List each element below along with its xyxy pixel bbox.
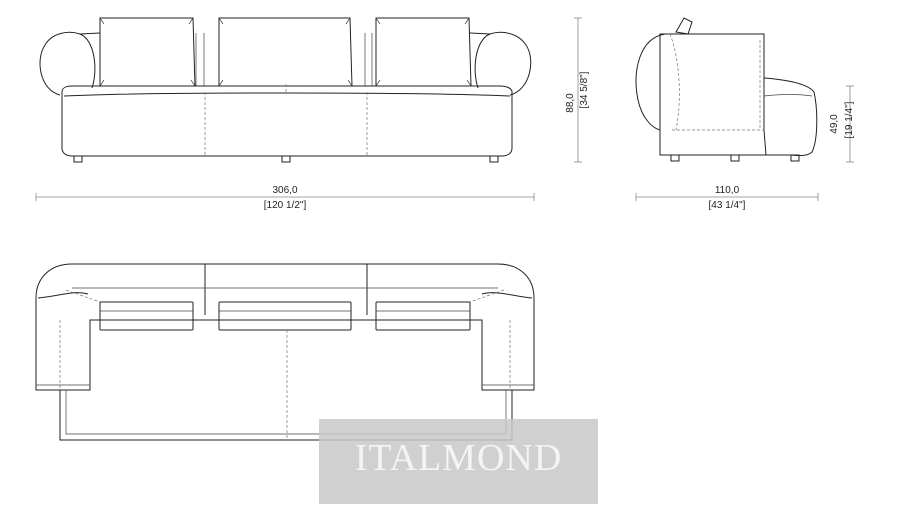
side-body (659, 33, 767, 156)
foot (281, 155, 291, 163)
foot (670, 154, 680, 162)
seat-base (61, 85, 513, 157)
back-cushion-center (218, 17, 353, 87)
top-outline (35, 263, 535, 391)
side-cushion-tip (675, 17, 693, 35)
seat-height-dimension: 49,0 [19 1/4"] (829, 85, 855, 163)
top-cushion-left (99, 301, 194, 331)
back-cushion-right (375, 17, 472, 87)
left-arm-roll (39, 31, 96, 96)
top-cushion-right (375, 301, 471, 331)
seat-height-cm-label: 49,0 (829, 114, 840, 134)
seat-frame (59, 390, 513, 441)
height-dimension: 88,0 [34 5/8"] (565, 17, 590, 163)
front-view (39, 17, 532, 163)
depth-cm-label: 110,0 (715, 185, 740, 196)
side-view (635, 17, 818, 162)
depth-dimension: 110,0 [43 1/4"] (635, 185, 819, 211)
foot (730, 154, 740, 162)
right-arm-roll (474, 31, 532, 96)
foot (73, 155, 83, 163)
width-dimension: 306,0 [120 1/2"] (35, 185, 535, 211)
seat-height-in-label: [19 1/4"] (844, 101, 855, 138)
top-view (35, 263, 535, 441)
watermark-box (319, 419, 598, 504)
watermark-text: ITALMOND (354, 437, 563, 479)
width-cm-label: 306,0 (272, 185, 297, 196)
height-cm-label: 88,0 (565, 93, 576, 113)
back-cushion-left (99, 17, 196, 87)
width-in-label: [120 1/2"] (264, 200, 307, 211)
height-in-label: [34 5/8"] (579, 71, 590, 108)
depth-in-label: [43 1/4"] (709, 200, 746, 211)
top-cushion-center (218, 301, 352, 331)
foot (489, 155, 499, 163)
foot (790, 154, 800, 162)
